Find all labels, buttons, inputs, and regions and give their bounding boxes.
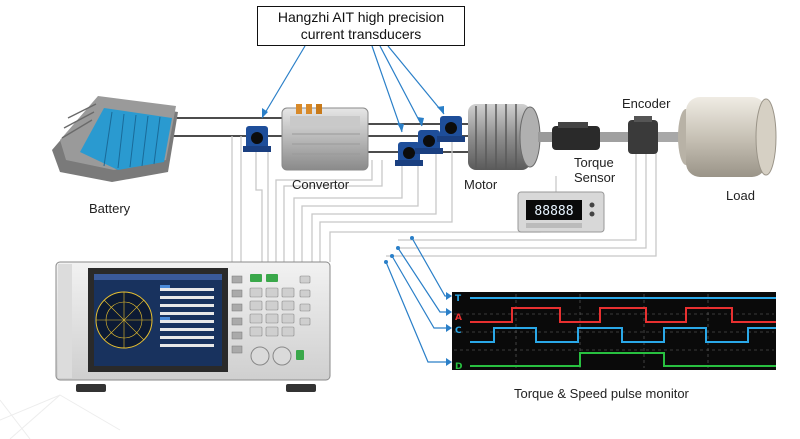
background-decoration [0, 394, 121, 439]
title-line-1: Hangzhi AIT high precision [277, 9, 445, 25]
load-label: Load [726, 188, 755, 203]
trace-D [470, 352, 776, 367]
convertor [281, 104, 369, 171]
torque-sensor [552, 122, 630, 150]
battery [52, 96, 178, 182]
motor [468, 104, 552, 170]
pointer-lines [261, 45, 447, 363]
transducer-4 [437, 116, 465, 142]
power-analyzer [55, 261, 331, 392]
channel-label-A: A [455, 313, 462, 323]
trace-C [470, 327, 776, 343]
trace-A [470, 307, 776, 323]
torque-sensor-label-line-2: Sensor [574, 170, 616, 185]
pulse-monitor-label: Torque & Speed pulse monitor [514, 386, 689, 401]
title-box: Hangzhi AIT high precision current trans… [257, 6, 465, 46]
title-line-2: current transducers [300, 26, 422, 42]
transducer-3 [415, 130, 443, 154]
meter-display: 88888 [534, 204, 573, 219]
encoder [628, 116, 682, 154]
channel-label-D: D [455, 362, 462, 372]
current-transducers [243, 116, 465, 166]
channel-label-T: T [455, 294, 462, 304]
pulse-monitor: T A C D [452, 292, 776, 372]
wire-junctions [384, 236, 414, 264]
torque-sensor-label-line-1: Torque [574, 155, 614, 170]
encoder-label: Encoder [622, 96, 671, 111]
channel-label-C: C [455, 326, 462, 336]
transducer-2 [395, 142, 423, 166]
pointer-arrowheads [262, 106, 452, 366]
torque-meter: 88888 [517, 191, 605, 233]
motor-label: Motor [464, 177, 498, 192]
load [678, 97, 777, 177]
signal-wires [231, 130, 657, 262]
transducer-1 [243, 126, 271, 152]
convertor-label: Convertor [292, 177, 350, 192]
torque-sensor-label: Torque Sensor [574, 155, 615, 185]
battery-label: Battery [89, 201, 131, 216]
